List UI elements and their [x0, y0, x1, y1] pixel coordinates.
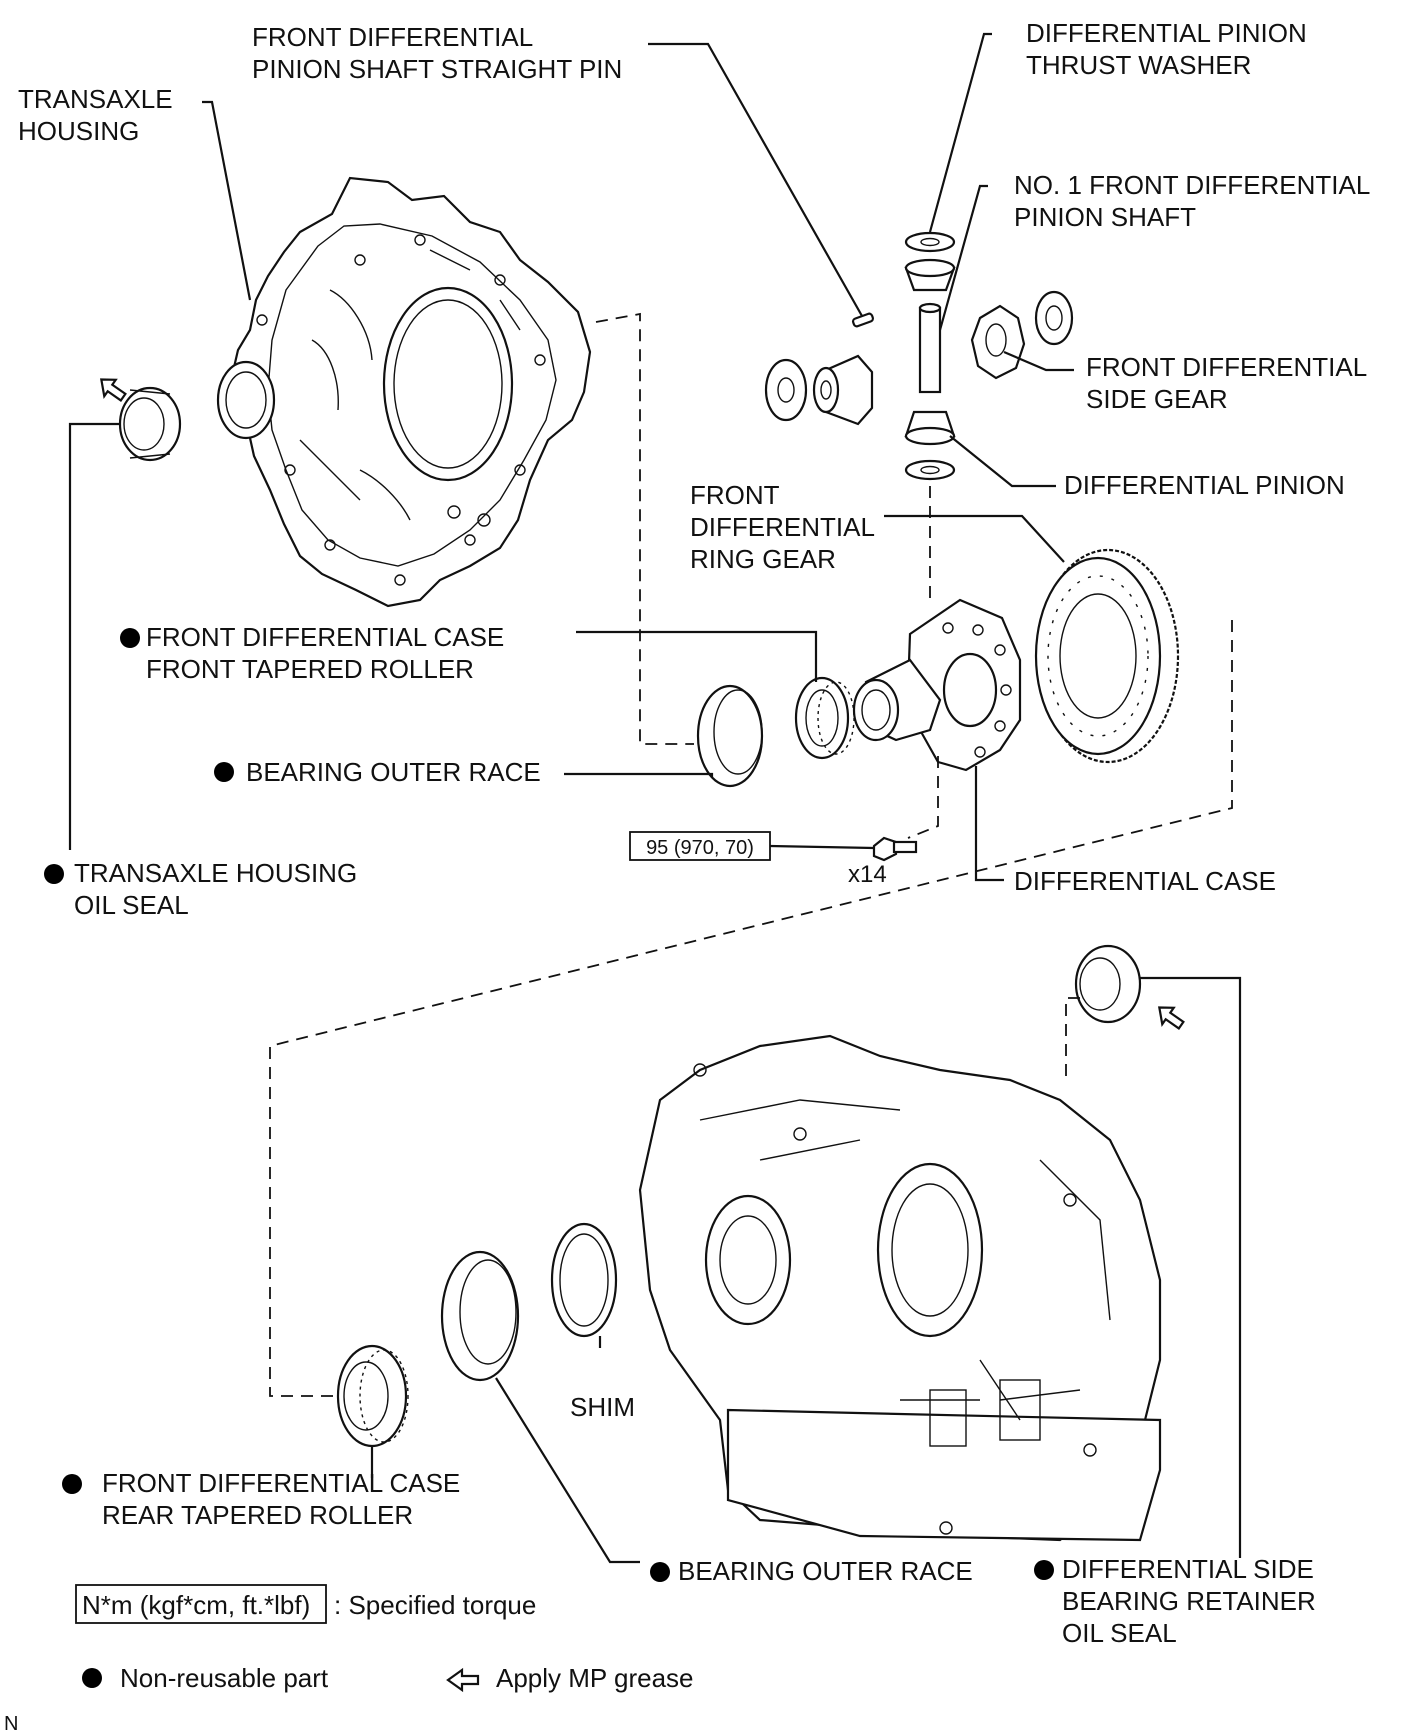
label-case-front-tapered-roller: FRONT DIFFERENTIAL CASE FRONT TAPERED RO…	[146, 622, 512, 684]
transaxle-housing-oil-seal-drawing	[118, 386, 182, 462]
assembly-dashed-lines	[269, 312, 1233, 1397]
label-transaxle-housing: TRANSAXLE HOUSING	[18, 84, 180, 146]
differential-case-drawing	[852, 598, 1022, 772]
non-reusable-dot-icon	[120, 628, 140, 648]
leader-lines	[68, 32, 1242, 1564]
legend-non-reusable-text: Non-reusable part	[120, 1663, 329, 1693]
no1-pinion-shaft-drawing	[918, 302, 942, 394]
label-side-bearing-retainer-oil-seal: DIFFERENTIAL SIDE BEARING RETAINER OIL S…	[1062, 1554, 1323, 1648]
non-reusable-dot-icon	[1034, 1560, 1054, 1580]
shim-drawing	[550, 1222, 618, 1338]
legend-grease-arrow-icon	[446, 1667, 480, 1693]
differential-pinion-bottom-drawing	[904, 410, 956, 446]
rear-tapered-roller-drawing	[336, 1344, 409, 1448]
pinion-thrust-washer-top-drawing	[904, 231, 956, 253]
non-reusable-dot-icon	[650, 1562, 670, 1582]
bolt-drawing	[872, 836, 918, 862]
differential-pinion-top-drawing	[904, 258, 956, 292]
side-gear-right-drawing	[970, 290, 1074, 380]
legend-torque-units: N*m (kgf*cm, ft.*lbf)	[82, 1590, 310, 1620]
label-shim: SHIM	[570, 1392, 635, 1422]
legend-non-reusable-dot-icon	[82, 1668, 102, 1688]
label-differential-pinion: DIFFERENTIAL PINION	[1064, 470, 1345, 500]
grease-arrow-icon	[1158, 1006, 1185, 1030]
torque-value-box	[629, 831, 771, 861]
transaxle-housing-drawing	[216, 176, 592, 608]
legend-torque-text: : Specified torque	[334, 1590, 536, 1620]
ring-gear-drawing	[1034, 548, 1180, 764]
pinion-thrust-washer-bottom-drawing	[904, 459, 956, 481]
non-reusable-dot-icon	[62, 1474, 82, 1494]
legend-torque-box	[75, 1584, 327, 1624]
non-reusable-dot-icon	[44, 864, 64, 884]
label-transaxle-housing-oil-seal: TRANSAXLE HOUSING OIL SEAL	[74, 858, 364, 920]
torque-value: 95 (970, 70)	[646, 837, 754, 859]
corner-mark: N	[4, 1713, 18, 1734]
bolt-quantity: x14	[848, 861, 887, 888]
side-gear-left-drawing	[764, 354, 874, 426]
label-case-rear-tapered-roller: FRONT DIFFERENTIAL CASE REAR TAPERED ROL…	[102, 1468, 468, 1530]
label-no1-pinion-shaft: NO. 1 FRONT DIFFERENTIAL PINION SHAFT	[1014, 170, 1377, 232]
legend-grease-text: Apply MP grease	[496, 1663, 694, 1693]
label-differential-case: DIFFERENTIAL CASE	[1014, 866, 1276, 896]
non-reusable-dot-icon	[214, 762, 234, 782]
transaxle-case-drawing	[638, 1034, 1162, 1542]
side-bearing-retainer-oil-seal-drawing	[1074, 944, 1142, 1024]
grease-arrow-icon	[100, 378, 127, 402]
label-pinion-thrust-washer: DIFFERENTIAL PINION THRUST WASHER	[1026, 18, 1314, 80]
front-tapered-roller-drawing	[794, 676, 855, 760]
label-side-gear: FRONT DIFFERENTIAL SIDE GEAR	[1086, 352, 1373, 414]
straight-pin-drawing	[851, 312, 875, 328]
label-bearing-outer-race-upper: BEARING OUTER RACE	[246, 757, 541, 787]
bearing-outer-race-lower-drawing	[440, 1250, 520, 1382]
label-ring-gear: FRONT DIFFERENTIAL RING GEAR	[690, 480, 881, 574]
bearing-outer-race-upper-drawing	[696, 684, 764, 788]
label-pinion-shaft-straight-pin: FRONT DIFFERENTIAL PINION SHAFT STRAIGHT…	[252, 22, 622, 84]
label-bearing-outer-race-lower: BEARING OUTER RACE	[678, 1556, 973, 1586]
